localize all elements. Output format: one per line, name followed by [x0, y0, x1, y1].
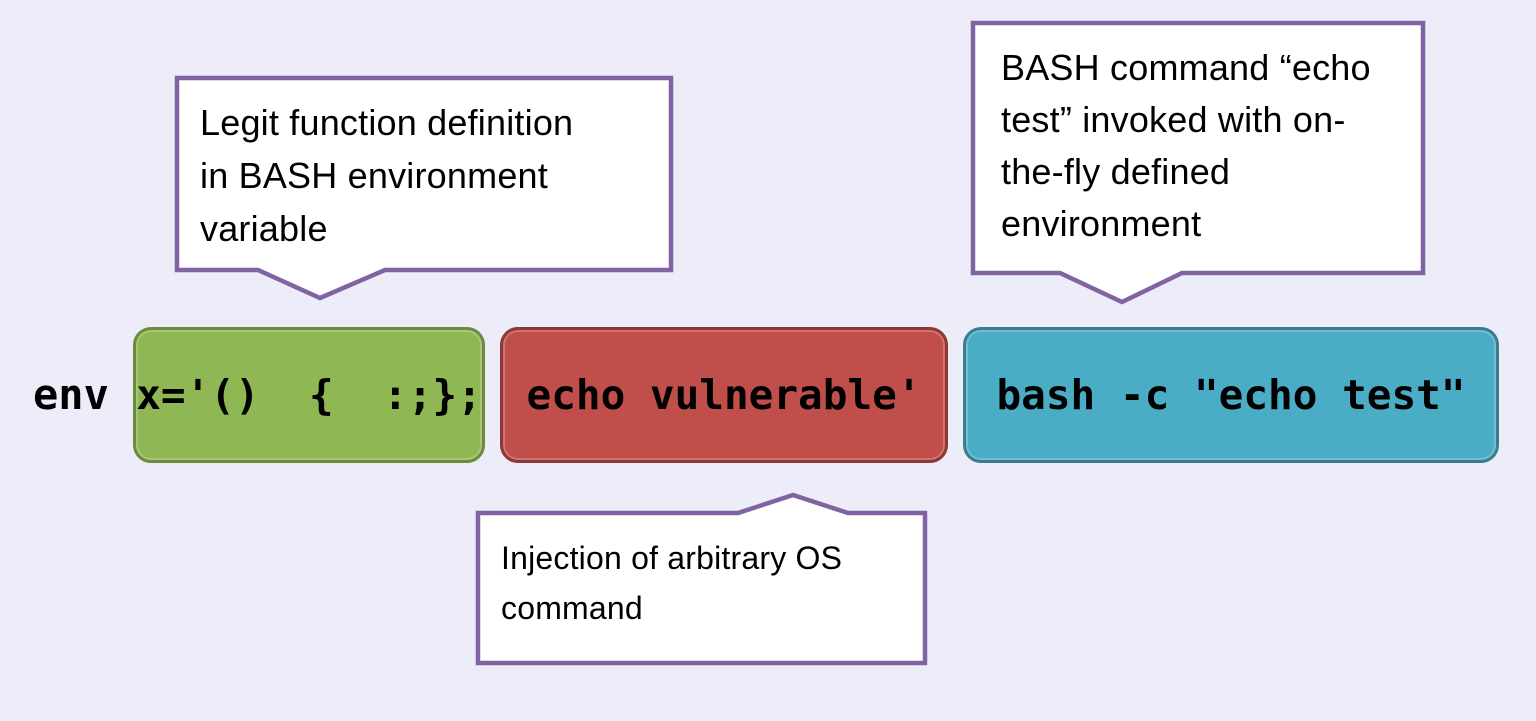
callout-text-injection: Injection of arbitrary OS command: [501, 540, 843, 626]
callout-bubble-function-definition: [174, 75, 674, 301]
command-prefix-env: env: [33, 370, 109, 419]
command-text-bash-invocation: bash -c "echo test": [996, 371, 1466, 419]
callout-bubble-bash-invocation: [970, 20, 1426, 305]
command-text-os-command-injection: echo vulnerable': [526, 371, 922, 419]
command-text-function-definition: x='() { :;};: [136, 371, 482, 419]
command-segment-os-command-injection: echo vulnerable': [500, 327, 948, 463]
callout-bubble-injection: [475, 492, 928, 666]
callout-text-bash-invocation: BASH command “echo test” invoked with on…: [1001, 47, 1371, 244]
command-segment-function-definition: x='() { :;};: [133, 327, 485, 463]
callout-text-function-definition: Legit function definition in BASH enviro…: [200, 102, 574, 249]
command-segment-bash-invocation: bash -c "echo test": [963, 327, 1499, 463]
